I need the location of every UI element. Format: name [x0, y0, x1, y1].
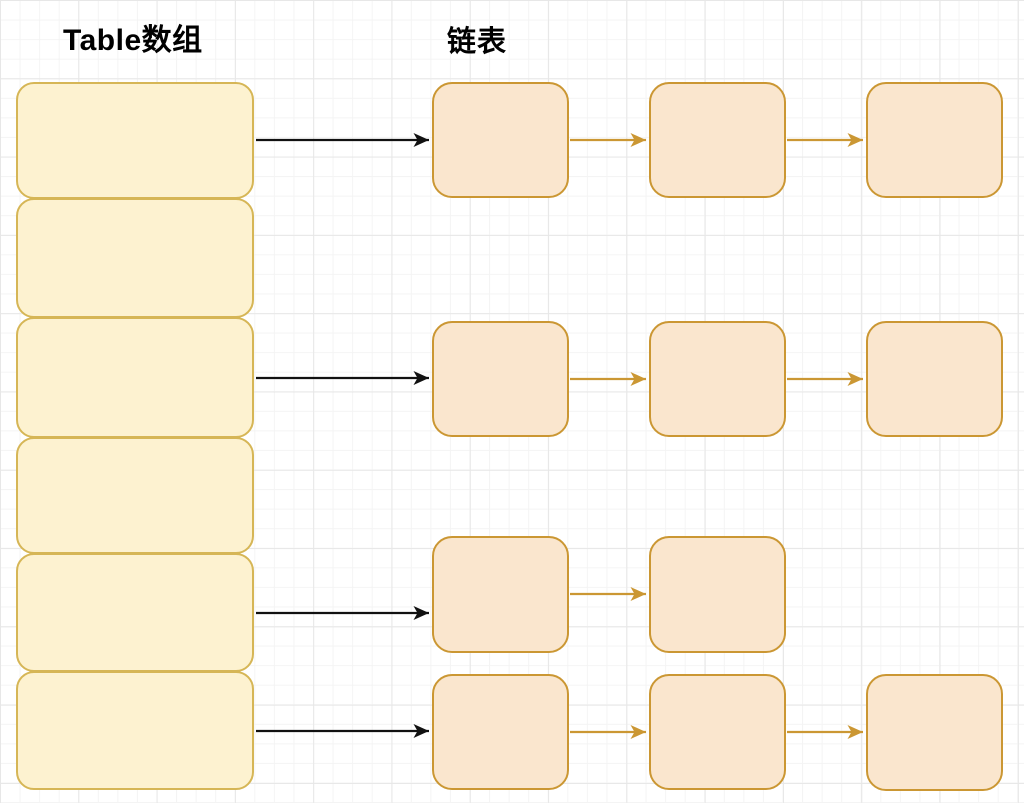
table-cell-1[interactable]: [16, 198, 254, 318]
list-node-row1-3[interactable]: [432, 321, 569, 437]
list-node-row1-4[interactable]: [649, 321, 786, 437]
table-cell-5[interactable]: [16, 671, 254, 790]
linked-list-label: 链表: [447, 26, 508, 58]
list-node-row0-0[interactable]: [432, 82, 569, 198]
table-cell-0[interactable]: [16, 82, 254, 199]
list-node-row2-6[interactable]: [432, 536, 569, 653]
list-node-row1-5[interactable]: [866, 321, 1003, 437]
table-cell-2[interactable]: [16, 317, 254, 438]
table-cell-4[interactable]: [16, 553, 254, 672]
list-node-row3-9[interactable]: [649, 674, 786, 790]
list-node-row0-1[interactable]: [649, 82, 786, 198]
list-node-row3-10[interactable]: [866, 674, 1003, 791]
list-node-row3-8[interactable]: [432, 674, 569, 790]
list-node-row2-7[interactable]: [649, 536, 786, 653]
table-array-label: Table数组: [63, 24, 203, 57]
list-node-row0-2[interactable]: [866, 82, 1003, 198]
table-cell-3[interactable]: [16, 437, 254, 554]
